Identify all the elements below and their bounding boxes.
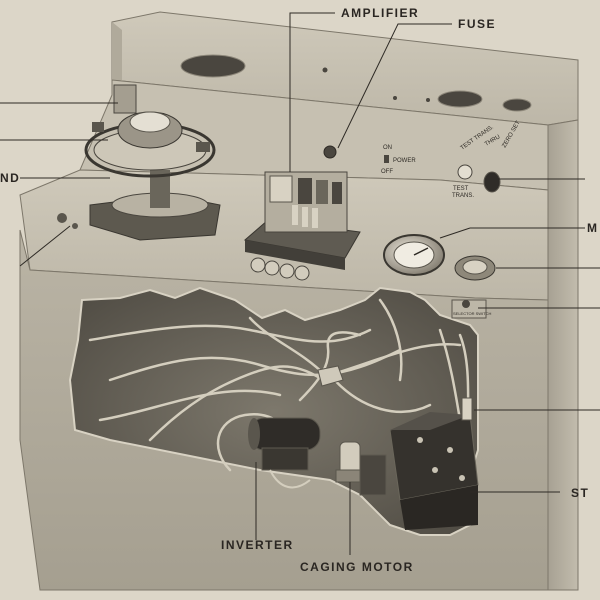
mounting-hole — [502, 98, 532, 112]
power-on-text: ON — [383, 145, 392, 151]
mounting-hole — [180, 54, 246, 78]
meter — [383, 234, 445, 276]
meter-label: M — [587, 221, 599, 235]
small-indicator — [454, 255, 496, 281]
leader-lines — [0, 12, 600, 555]
power-off-text: OFF — [381, 169, 393, 175]
selector-plate: SELECTOR SWITCH — [451, 299, 491, 319]
junction-box — [317, 365, 344, 387]
inverter-label: INVERTER — [221, 538, 294, 552]
cabling — [88, 298, 470, 472]
power-label-text: POWER — [393, 158, 416, 164]
fuse-label: FUSE — [458, 17, 497, 31]
fuse-holder — [323, 145, 337, 159]
gyro-stand — [57, 84, 221, 241]
trans-text: TRANS. — [452, 193, 474, 199]
upper-back-panel — [111, 11, 579, 126]
mounting-hole — [437, 90, 483, 108]
test-text: TEST — [453, 186, 469, 192]
power-switch: ON POWER OFF — [381, 145, 416, 175]
storage-battery — [389, 412, 479, 530]
inverter — [248, 417, 321, 489]
storage-battery-label: ST — [571, 486, 590, 500]
small-plate-text: SELECTOR SWITCH — [453, 311, 491, 316]
caging-motor — [335, 441, 387, 496]
cabinet-right-side — [547, 119, 579, 591]
caging-motor-label: CAGING MOTOR — [300, 560, 414, 574]
amplifier-label: AMPLIFIER — [341, 6, 420, 20]
relay — [461, 397, 473, 421]
amplifier-unit — [243, 171, 361, 281]
stand-label: ND — [0, 171, 21, 185]
